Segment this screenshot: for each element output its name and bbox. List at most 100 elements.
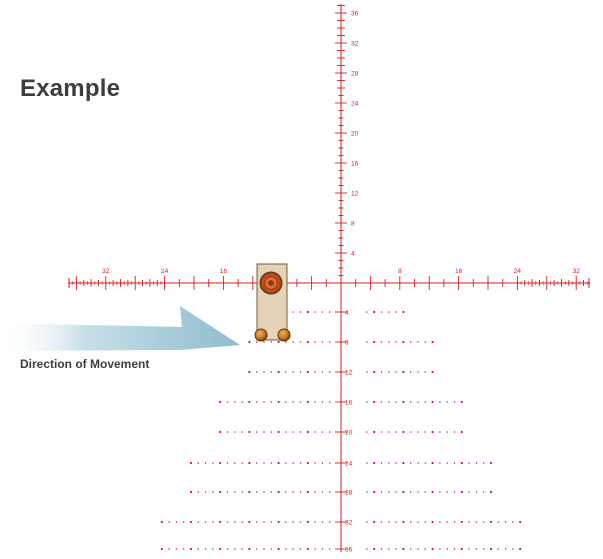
drop-dot (204, 548, 207, 550)
drop-dot (468, 548, 470, 550)
drop-dot (328, 401, 331, 403)
drop-dot (226, 491, 229, 493)
drop-dot (453, 431, 456, 433)
drop-dot (306, 340, 309, 344)
vertical-label: 8 (351, 221, 355, 228)
drop-dot (321, 521, 324, 523)
drop-dot (219, 400, 222, 404)
drop-dot (263, 491, 265, 493)
drop-dot (366, 341, 368, 343)
drop-dot (292, 341, 294, 343)
drop-dot (431, 461, 434, 465)
drop-dot (468, 462, 470, 464)
drop-dot (424, 548, 427, 550)
drop-dot (189, 520, 193, 524)
drop-dot (168, 548, 170, 550)
drop-dot (395, 491, 397, 493)
drop-dot (277, 547, 280, 551)
drop-dot (197, 548, 200, 550)
drop-dot (160, 547, 163, 551)
drop-dot (431, 370, 434, 374)
drop-dot (489, 520, 493, 524)
drop-dot (248, 340, 251, 344)
drop-dot (277, 400, 280, 404)
drop-dot (197, 491, 200, 493)
drop-dot (270, 401, 273, 403)
drop-dot (270, 462, 273, 464)
drop-label: 12 (345, 370, 353, 377)
drop-dot (248, 490, 251, 494)
drop-dot (299, 491, 302, 493)
drop-dot (299, 341, 302, 343)
drop-dot (212, 548, 214, 550)
drop-dot (219, 520, 222, 524)
drop-dot (402, 490, 405, 494)
drop-dot (277, 520, 280, 524)
drop-dot (446, 521, 448, 523)
drop-dot (366, 371, 368, 373)
drop-dot (248, 520, 251, 524)
drop-dot (504, 521, 507, 523)
drop-dot (395, 462, 397, 464)
drop-dot (263, 341, 265, 343)
drop-dot (482, 548, 485, 550)
drop-dot (460, 400, 463, 404)
drop-dot (263, 548, 265, 550)
drop-dot (475, 462, 478, 464)
drop-dot (306, 547, 309, 551)
drop-dot (366, 491, 368, 493)
drop-dot (299, 401, 302, 403)
drop-dot (226, 548, 229, 550)
drop-dot (306, 490, 309, 494)
drop-dot (468, 521, 470, 523)
drop-dot (402, 340, 405, 344)
drop-dot (277, 490, 280, 494)
drop-dot (453, 401, 456, 403)
vertical-label: 4 (351, 251, 355, 258)
drop-dot (328, 311, 331, 313)
drop-dot (373, 430, 376, 434)
drop-dot (453, 521, 456, 523)
drop-dot (431, 547, 434, 551)
drop-dot (241, 548, 243, 550)
drop-dot (380, 371, 383, 373)
drop-dot (468, 491, 470, 493)
drop-dot (197, 521, 200, 523)
horizontal-label: 24 (514, 268, 522, 275)
drop-dot (321, 401, 324, 403)
drop-dot (519, 520, 522, 524)
drop-dot (285, 548, 287, 550)
drop-dot (417, 462, 419, 464)
drop-dot (285, 521, 287, 523)
drop-dot (241, 401, 243, 403)
drop-dot (314, 462, 316, 464)
drop-dot (292, 521, 294, 523)
drop-dot (395, 521, 397, 523)
drop-dot (285, 431, 287, 433)
drop-dot (234, 462, 236, 464)
drop-dot (299, 462, 302, 464)
drop-dot (234, 431, 236, 433)
drop-dot (395, 431, 397, 433)
drop-dot (417, 548, 419, 550)
drop-dot (285, 491, 287, 493)
drop-dot (328, 431, 331, 433)
drop-dot (439, 431, 441, 433)
drop-dot (380, 548, 383, 550)
drop-dot (395, 341, 397, 343)
drop-dot (489, 461, 493, 465)
drop-dot (182, 548, 185, 550)
drop-dot (321, 491, 324, 493)
drop-dot (255, 401, 258, 403)
drop-dot (314, 311, 316, 313)
target-icon (254, 263, 291, 342)
drop-dot (285, 341, 287, 343)
drop-dot (388, 548, 390, 550)
drop-dot (270, 548, 273, 550)
drop-dot (241, 521, 243, 523)
drop-dot (219, 461, 222, 465)
drop-dot (417, 401, 419, 403)
drop-dot (277, 461, 280, 465)
drop-dot (328, 548, 331, 550)
